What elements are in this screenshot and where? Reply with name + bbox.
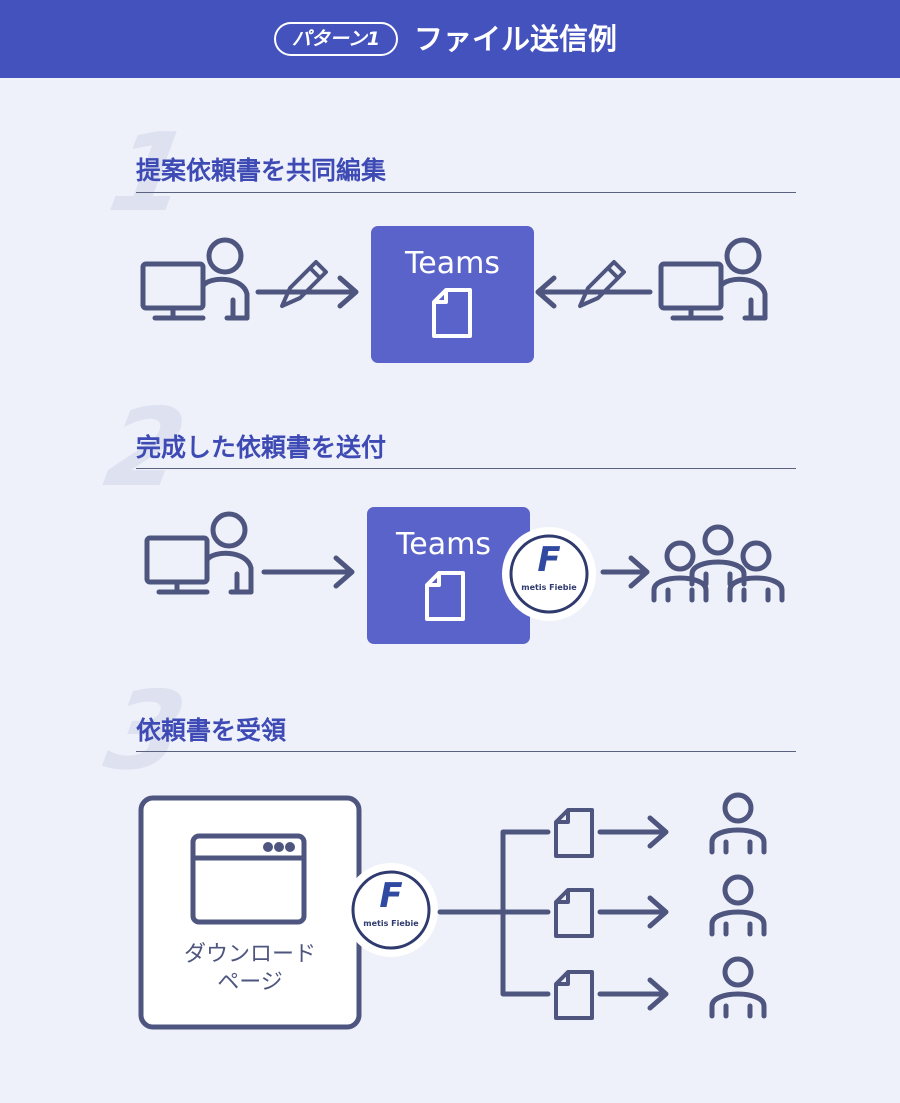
arrow-left-icon-1	[535, 275, 653, 309]
fiebie-logo-text-3: metis Fiebie	[363, 919, 419, 928]
pencil-icon-left	[280, 260, 328, 308]
person-icon-row-3	[712, 959, 764, 1016]
browser-window-icon	[190, 833, 307, 925]
people-group-icon	[654, 527, 782, 600]
pattern-badge: パターン1	[274, 22, 398, 56]
step-divider-3	[136, 751, 796, 752]
step-divider-2	[136, 468, 796, 469]
teams-label-2: Teams	[396, 527, 491, 562]
arrow-right-icon-2	[261, 555, 355, 589]
document-icon-row-2	[554, 888, 594, 938]
fiebie-logo-letter-2: F	[537, 540, 561, 580]
step-title-1: 提案依頼書を共同編集	[136, 156, 387, 185]
step-title-3: 依頼書を受領	[136, 716, 287, 745]
pencil-icon-right	[578, 260, 626, 308]
download-page-label-line2: ページ	[217, 970, 283, 995]
document-icon-row-3	[554, 970, 594, 1020]
arrow-right-icon-2b	[600, 555, 650, 589]
teams-label-1: Teams	[405, 246, 500, 281]
computer-user-icon-right-1	[661, 240, 765, 318]
fiebie-logo-text-2: metis Fiebie	[521, 583, 577, 592]
distribution-lines	[437, 815, 669, 1011]
document-icon-row-1	[554, 808, 594, 858]
computer-user-icon-2	[147, 514, 251, 592]
teams-box-2	[367, 507, 530, 644]
step-divider-1	[136, 192, 796, 193]
person-icon-row-1	[712, 795, 764, 852]
teams-box-1	[371, 226, 534, 363]
metis-fiebie-badge-3	[344, 863, 438, 957]
step-title-2: 完成した依頼書を送付	[136, 433, 387, 462]
download-page-label-line1: ダウンロード	[183, 942, 316, 967]
computer-user-icon-left-1	[143, 240, 247, 318]
header-bar: パターン1 ファイル送信例	[0, 0, 900, 78]
page-title: ファイル送信例	[414, 22, 618, 56]
metis-fiebie-badge-2	[502, 527, 596, 621]
person-icon-row-2	[712, 877, 764, 934]
fiebie-logo-letter-3: F	[379, 876, 403, 916]
